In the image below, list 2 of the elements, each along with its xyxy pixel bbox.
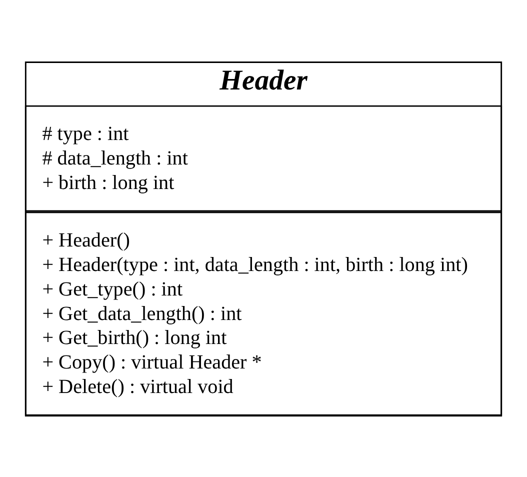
node-box: # type : int # data_length : int + birth : long int <box>24 104 502 212</box>
node-box: + Header() + Header(type : int, data_length : int, birth : long int) + Get_type() : int + Get_data_length() : int + Get_birth() : long int + Copy() : virtual Header * + Delete() : virtual void <box>24 211 502 416</box>
